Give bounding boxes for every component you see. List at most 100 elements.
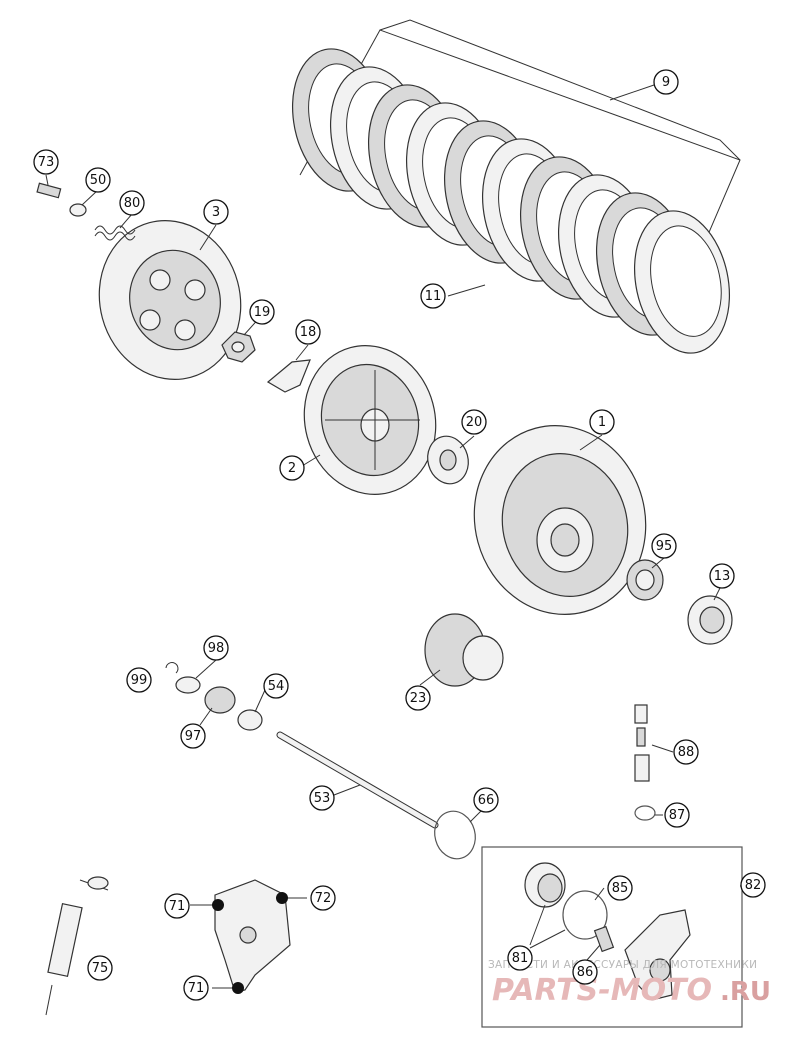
callout-number: 99 (131, 673, 148, 688)
callout-53: 53 (309, 785, 335, 811)
callout-number: 80 (124, 196, 141, 211)
nut-19 (221, 331, 256, 363)
callout-number: 86 (577, 965, 594, 980)
callout-circle (607, 875, 633, 901)
spring-80 (94, 225, 136, 241)
callout-circle (203, 199, 229, 225)
callout-number: 97 (185, 729, 202, 744)
callout-circle (183, 975, 209, 1001)
callout-number: 53 (314, 791, 331, 806)
watermark: ЗАПЧАСТИ И АКСЕССУАРЫ ДЛЯ МОТОТЕХНИКИ PA… (488, 959, 771, 1008)
callout-circle (203, 635, 229, 661)
callout-72: 72 (310, 885, 336, 911)
bolt-73 (36, 182, 62, 199)
callout-number: 66 (478, 793, 495, 808)
inner-clutch-hub (303, 345, 437, 495)
callout-18: 18 (295, 319, 321, 345)
callout-circle (33, 149, 59, 175)
callout-circle (651, 533, 677, 559)
callout-80: 80 (119, 190, 145, 216)
callout-50: 50 (85, 167, 111, 193)
callout-66: 66 (473, 787, 499, 813)
callout-circle (653, 69, 679, 95)
primary-gear-23 (424, 613, 504, 687)
callout-97: 97 (180, 723, 206, 749)
callout-circle (740, 872, 766, 898)
leader-lines (45, 84, 742, 989)
callout-20: 20 (461, 409, 487, 435)
callout-number: 50 (90, 173, 107, 188)
callout-number: 20 (466, 415, 483, 430)
callout-1: 1 (589, 409, 615, 435)
callout-71: 71 (183, 975, 209, 1001)
callout-9: 9 (653, 69, 679, 95)
callout-circle (279, 455, 305, 481)
callout-number: 71 (188, 981, 205, 996)
lock-washer-18 (266, 359, 311, 393)
callout-circle (664, 802, 690, 828)
callout-75: 75 (87, 955, 113, 981)
callout-number: 11 (425, 289, 442, 304)
callout-82: 82 (740, 872, 766, 898)
callout-circle (709, 563, 735, 589)
callout-number: 2 (288, 461, 296, 476)
callout-circle (119, 190, 145, 216)
callout-circle (309, 785, 335, 811)
callout-circle (572, 959, 598, 985)
pressure-plate (98, 220, 242, 380)
callout-circle (673, 739, 699, 765)
callout-95: 95 (651, 533, 677, 559)
needle-bearing-95 (626, 559, 664, 601)
callout-88: 88 (673, 739, 699, 765)
callout-circle (461, 409, 487, 435)
seal-ring-87 (634, 805, 656, 821)
washer-98 (175, 676, 201, 694)
piston-81 (524, 862, 566, 908)
callout-circle (473, 787, 499, 813)
callout-number: 72 (315, 891, 332, 906)
callout-number: 18 (300, 325, 317, 340)
pushrod-53 (276, 731, 439, 829)
callout-number: 88 (678, 745, 695, 760)
circlip-99 (165, 662, 179, 674)
callout-19: 19 (249, 299, 275, 325)
o-ring-66 (434, 810, 476, 860)
callout-54: 54 (263, 673, 289, 699)
callout-number: 71 (169, 899, 186, 914)
callout-number: 81 (512, 951, 529, 966)
callout-circle (405, 685, 431, 711)
callout-13: 13 (709, 563, 735, 589)
clutch-cover (212, 879, 291, 994)
callout-circle (87, 955, 113, 981)
callout-2: 2 (279, 455, 305, 481)
callout-number: 98 (208, 641, 225, 656)
callout-number: 87 (669, 808, 686, 823)
pressure-piece-54 (237, 709, 263, 731)
watermark-domain: .RU (720, 977, 771, 1007)
callout-number: 82 (745, 878, 762, 893)
callout-23: 23 (405, 685, 431, 711)
o-ring-85 (562, 890, 608, 940)
callout-circle (589, 409, 615, 435)
callout-71: 71 (164, 893, 190, 919)
callout-circle (420, 283, 446, 309)
callout-circle (85, 167, 111, 193)
grease-syringe-75 (45, 876, 109, 1016)
callout-circle (126, 667, 152, 693)
callout-number: 23 (410, 691, 427, 706)
callout-circle (249, 299, 275, 325)
washer-50 (69, 203, 87, 217)
bearing-97 (204, 686, 236, 714)
slave-cylinder-housing (624, 909, 691, 1001)
callout-73: 73 (33, 149, 59, 175)
callout-number: 85 (612, 881, 629, 896)
clutch-plate-stack (291, 19, 741, 354)
watermark-caption: ЗАПЧАСТИ И АКСЕССУАРЫ ДЛЯ МОТОТЕХНИКИ (488, 959, 757, 971)
callout-circle (164, 893, 190, 919)
callout-number: 1 (598, 415, 606, 430)
spring-86 (593, 925, 615, 953)
callout-circle (507, 945, 533, 971)
callout-11: 11 (420, 283, 446, 309)
